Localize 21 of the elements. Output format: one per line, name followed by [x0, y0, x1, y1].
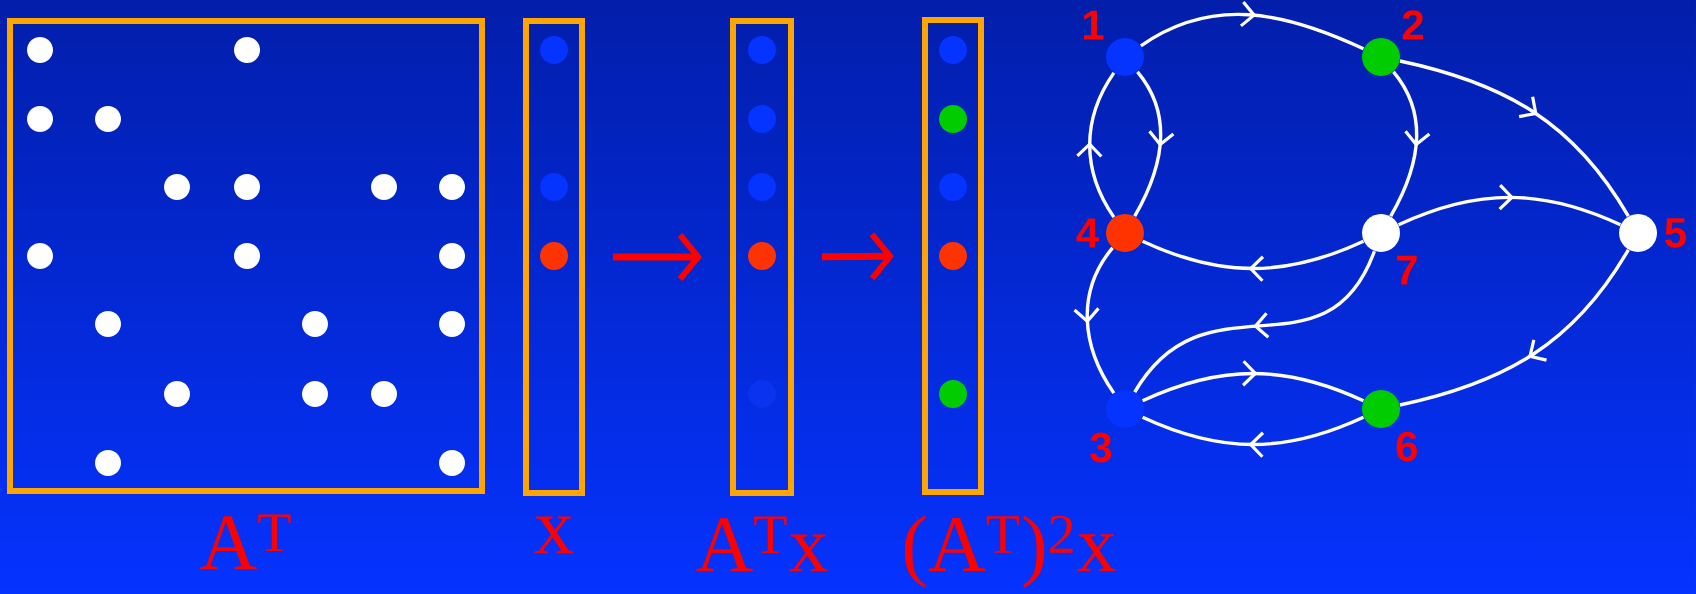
graph-vertex: 5	[1619, 214, 1686, 252]
graph-vertex: 1	[1083, 10, 1144, 76]
graph-vertex: 7	[1362, 214, 1417, 285]
node-label: 7	[1396, 255, 1417, 285]
graph-vertex: 3	[1090, 390, 1144, 463]
node-label: 6	[1396, 431, 1417, 462]
node-label: 5	[1665, 218, 1686, 248]
vector-box: x	[523, 18, 585, 554]
node-label: A$^{T}$x	[696, 516, 828, 572]
node-label: x	[534, 516, 574, 554]
vector-box: A$^{T}$x	[696, 18, 828, 572]
node-label: 1	[1083, 10, 1104, 40]
node-label: A$^{T}$	[200, 514, 291, 570]
node-label: 2	[1402, 10, 1424, 40]
node-label: (A$^{T}$)$^{2}$x	[904, 515, 1116, 588]
node-label: 3	[1090, 432, 1112, 463]
vector-box: A$^{T}$	[7, 18, 485, 570]
graph-vertex: 6	[1362, 390, 1417, 462]
node-label: 4	[1076, 218, 1099, 248]
graph-vertex: 2	[1362, 10, 1423, 76]
graph-vertex: 4	[1076, 214, 1144, 252]
